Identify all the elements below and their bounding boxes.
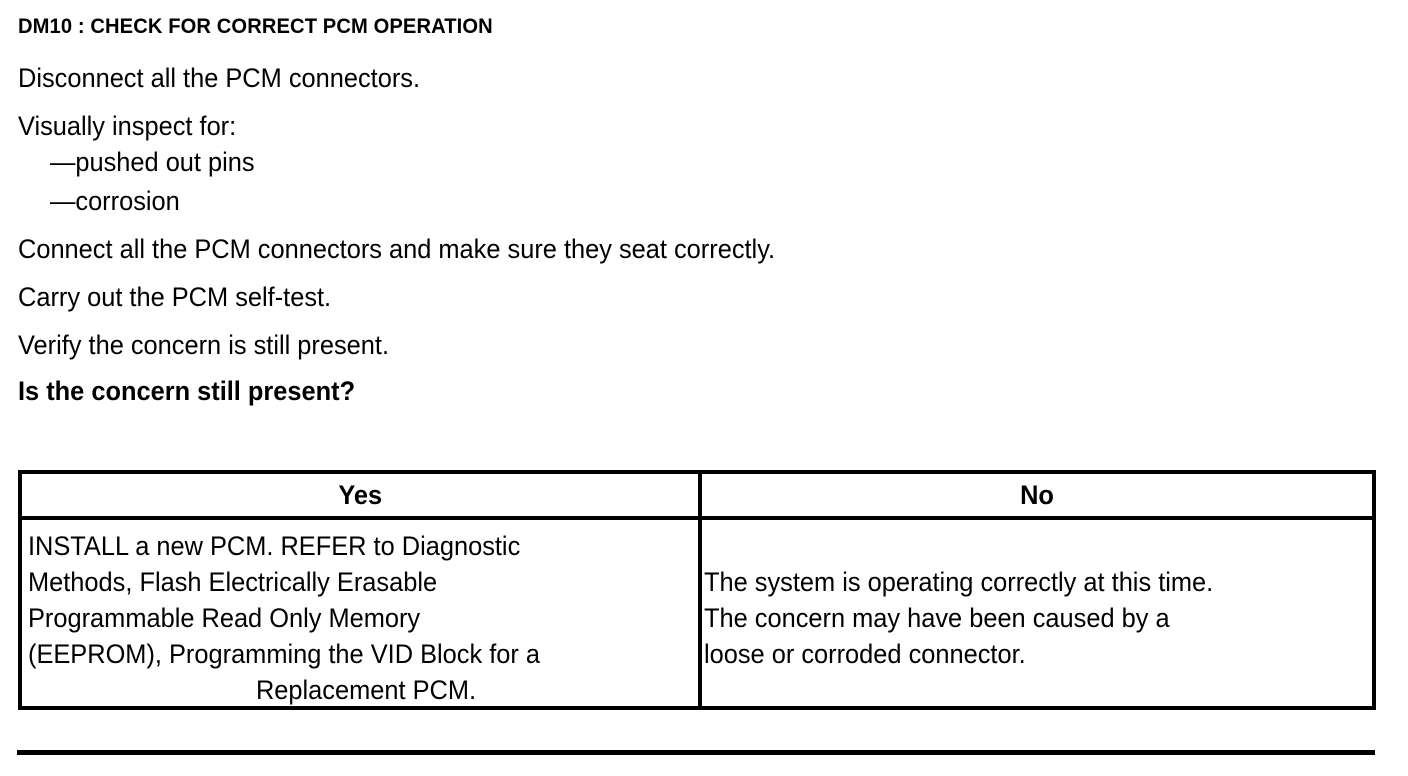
yes-action-line-4: (EEPROM), Programming the VID Block for … bbox=[28, 639, 540, 669]
table-header-no-label: No bbox=[1020, 480, 1054, 510]
step-visually-inspect: Visually inspect for: bbox=[18, 111, 237, 141]
decision-table: Yes No INSTALL a new PCM. REFER to Diagn… bbox=[18, 470, 1376, 710]
inspect-item-corrosion: —corrosion bbox=[50, 186, 180, 216]
yes-action-line-2: Methods, Flash Electrically Erasable bbox=[28, 567, 438, 597]
step-connect-connectors: Connect all the PCM connectors and make … bbox=[18, 234, 776, 264]
header-column-divider bbox=[698, 474, 702, 516]
table-header-no: No bbox=[702, 474, 1372, 516]
yes-action-line-5: Replacement PCM. bbox=[255, 675, 477, 705]
no-action-line-3: loose or corroded connector. bbox=[704, 639, 1026, 669]
table-body-row: INSTALL a new PCM. REFER to Diagnostic M… bbox=[22, 520, 1372, 706]
page-title: DM10 : CHECK FOR CORRECT PCM OPERATION bbox=[18, 15, 493, 38]
no-action-line-1: The system is operating correctly at thi… bbox=[704, 567, 1214, 597]
yes-action-line-1: INSTALL a new PCM. REFER to Diagnostic bbox=[28, 531, 521, 561]
table-cell-no-action: The system is operating correctly at thi… bbox=[702, 520, 1380, 706]
body-column-divider bbox=[698, 520, 702, 706]
decision-question: Is the concern still present? bbox=[18, 376, 356, 406]
table-header-yes: Yes bbox=[22, 474, 698, 516]
step-carry-out-self-test: Carry out the PCM self-test. bbox=[18, 282, 332, 312]
table-header-yes-label: Yes bbox=[338, 480, 382, 510]
step-verify-concern: Verify the concern is still present. bbox=[18, 330, 390, 360]
yes-action-line-3: Programmable Read Only Memory bbox=[28, 603, 421, 633]
step-disconnect-connectors: Disconnect all the PCM connectors. bbox=[18, 63, 421, 93]
inspect-item-pushed-out-pins: —pushed out pins bbox=[50, 147, 255, 177]
no-action-line-2: The concern may have been caused by a bbox=[704, 603, 1170, 633]
table-header-row: Yes No bbox=[22, 474, 1372, 520]
table-cell-yes-action: INSTALL a new PCM. REFER to Diagnostic M… bbox=[22, 520, 698, 706]
section-divider-rule bbox=[17, 750, 1375, 755]
